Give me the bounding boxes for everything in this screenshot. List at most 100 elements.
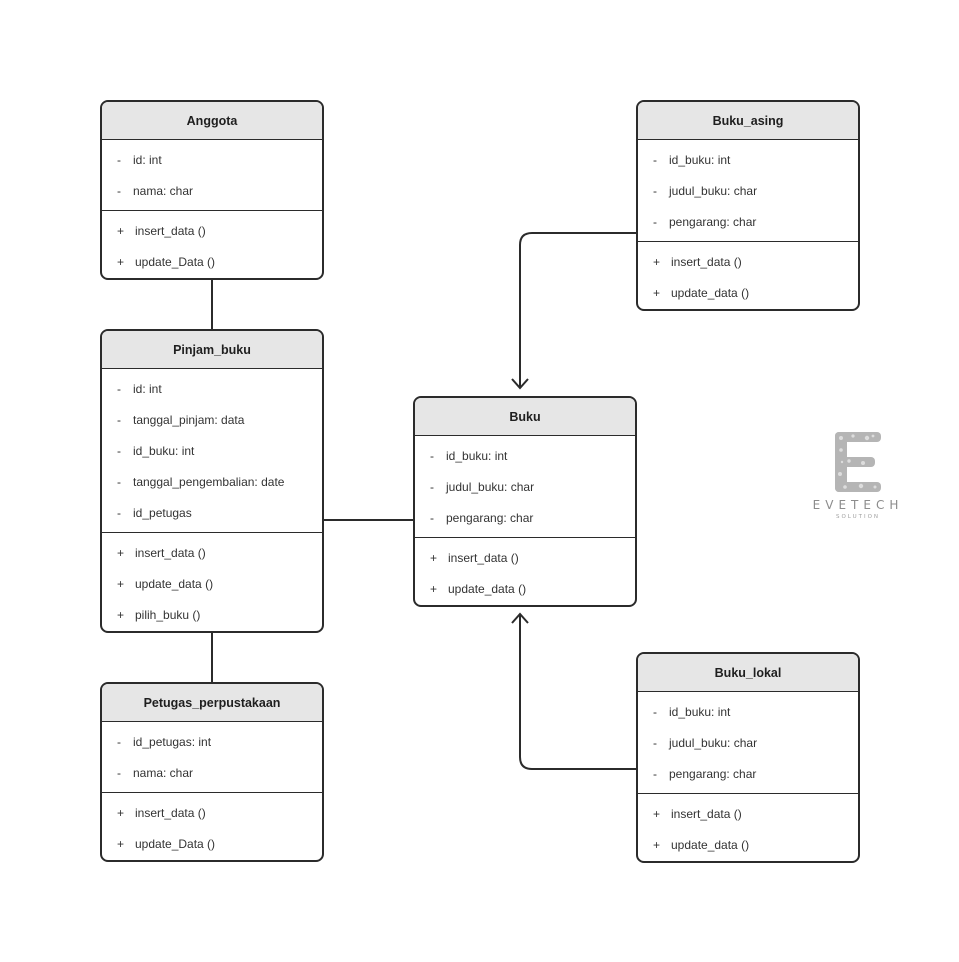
attribute-row: -id_petugas: int bbox=[102, 726, 322, 757]
class-name: Petugas_perpustakaan bbox=[102, 684, 322, 722]
attribute-row: -pengarang: char bbox=[638, 206, 858, 237]
attribute-row: -id_buku: int bbox=[638, 696, 858, 727]
public-visibility-marker: + bbox=[117, 223, 125, 238]
operation-row: +insert_data () bbox=[102, 797, 322, 828]
operation-compartment: + insert_data () + update_data () bbox=[638, 794, 858, 861]
private-visibility-marker: - bbox=[117, 443, 121, 458]
buku-lokal-to-buku-link bbox=[519, 614, 636, 770]
public-visibility-marker: + bbox=[117, 545, 125, 560]
logo-wordmark: EVETECH bbox=[812, 498, 904, 512]
attribute-text: id_buku: int bbox=[133, 443, 195, 458]
private-visibility-marker: - bbox=[653, 152, 657, 167]
class-pinjam-buku[interactable]: Pinjam_buku-id: int-tanggal_pinjam: data… bbox=[100, 329, 324, 633]
attribute-compartment: -id: int-nama: char bbox=[102, 140, 322, 211]
attribute-compartment: -id_buku: int-judul_buku: char-pengarang… bbox=[638, 692, 858, 794]
operation-compartment: +insert_data ()+ update_Data () bbox=[102, 211, 322, 278]
operation-row: +update_data () bbox=[102, 568, 322, 599]
evetech-logo: EVETECH SOLUTION bbox=[806, 430, 910, 530]
attribute-text: pengarang: char bbox=[446, 510, 534, 525]
attribute-compartment: -id_buku: int-judul_buku: char-pengarang… bbox=[415, 436, 635, 538]
private-visibility-marker: - bbox=[117, 474, 121, 489]
operation-text: update_data () bbox=[448, 581, 527, 596]
operation-text: insert_data () bbox=[671, 254, 742, 269]
private-visibility-marker: - bbox=[430, 479, 434, 494]
attribute-text: id: int bbox=[133, 381, 162, 396]
operation-row: + update_data () bbox=[638, 277, 858, 308]
operation-text: insert_data () bbox=[671, 806, 742, 821]
class-name: Buku_lokal bbox=[638, 654, 858, 692]
attribute-row: -id_petugas bbox=[102, 497, 322, 528]
private-visibility-marker: - bbox=[117, 412, 121, 427]
attribute-text: nama: char bbox=[133, 765, 194, 780]
attribute-row: -id_buku: int bbox=[415, 440, 635, 471]
operation-text: insert_data () bbox=[135, 545, 206, 560]
public-visibility-marker: + bbox=[653, 837, 661, 852]
operation-compartment: +insert_data () + update_Data () bbox=[102, 793, 322, 860]
public-visibility-marker: + bbox=[117, 607, 125, 622]
operation-compartment: +insert_data ()+update_data () bbox=[415, 538, 635, 605]
class-buku[interactable]: Buku-id_buku: int-judul_buku: char-penga… bbox=[413, 396, 637, 607]
operation-compartment: + insert_data () +update_data () + pilih_buk… bbox=[102, 533, 322, 631]
attribute-row: -judul_buku: char bbox=[638, 175, 858, 206]
attribute-row: -judul_buku: char bbox=[638, 727, 858, 758]
attribute-text: id_buku: int bbox=[446, 448, 508, 463]
operation-row: + update_data () bbox=[415, 573, 635, 604]
private-visibility-marker: - bbox=[117, 734, 121, 749]
operation-text: update_Data () bbox=[135, 836, 216, 851]
private-visibility-marker: - bbox=[430, 510, 434, 525]
private-visibility-marker: - bbox=[653, 183, 657, 198]
private-visibility-marker: - bbox=[653, 704, 657, 719]
attribute-row: -nama: char bbox=[102, 175, 322, 206]
class-name: Buku bbox=[415, 398, 635, 436]
attribute-compartment: -id_buku: int-judul_buku: char-pengarang… bbox=[638, 140, 858, 242]
attribute-row: -tanggal_pinjam: data bbox=[102, 404, 322, 435]
public-visibility-marker: + bbox=[430, 550, 438, 565]
private-visibility-marker: - bbox=[117, 152, 121, 167]
operation-compartment: + insert_data () + update_data () bbox=[638, 242, 858, 309]
private-visibility-marker: - bbox=[117, 765, 121, 780]
class-anggota[interactable]: Anggota-id: int-nama: char+insert_data (… bbox=[100, 100, 324, 280]
attribute-row: -id: int bbox=[102, 373, 322, 404]
attribute-row: -id_buku: int bbox=[638, 144, 858, 175]
class-buku-asing[interactable]: Buku_asing-id_buku: int-judul_buku: char… bbox=[636, 100, 860, 311]
public-visibility-marker: + bbox=[653, 254, 661, 269]
private-visibility-marker: - bbox=[653, 735, 657, 750]
attribute-row: -nama: char bbox=[102, 757, 322, 788]
private-visibility-marker: - bbox=[430, 448, 434, 463]
class-name: Anggota bbox=[102, 102, 322, 140]
attribute-text: id_buku: int bbox=[669, 704, 731, 719]
attribute-row: -tanggal_pengembalian: date bbox=[102, 466, 322, 497]
operation-text: insert_data () bbox=[135, 805, 206, 820]
class-name: Buku_asing bbox=[638, 102, 858, 140]
class-buku-lokal[interactable]: Buku_lokal-id_buku: int-judul_buku: char… bbox=[636, 652, 860, 863]
logo-subtitle: SOLUTION bbox=[835, 514, 881, 520]
operation-row: + update_data () bbox=[638, 829, 858, 860]
buku-lokal-arrowhead bbox=[511, 612, 529, 624]
public-visibility-marker: + bbox=[430, 581, 438, 596]
operation-text: update_data () bbox=[671, 285, 750, 300]
class-name: Pinjam_buku bbox=[102, 331, 322, 369]
operation-row: +insert_data () bbox=[415, 542, 635, 573]
attribute-text: id_buku: int bbox=[669, 152, 731, 167]
public-visibility-marker: + bbox=[117, 836, 125, 851]
attribute-compartment: -id: int-tanggal_pinjam: data-id_buku: i… bbox=[102, 369, 322, 533]
operation-row: +insert_data () bbox=[102, 215, 322, 246]
attribute-row: -pengarang: char bbox=[415, 502, 635, 533]
private-visibility-marker: - bbox=[117, 505, 121, 520]
attribute-row: -id_buku: int bbox=[102, 435, 322, 466]
operation-text: update_data () bbox=[671, 837, 750, 852]
operation-text: update_Data () bbox=[135, 254, 216, 269]
attribute-text: judul_buku: char bbox=[669, 735, 758, 750]
private-visibility-marker: - bbox=[117, 183, 121, 198]
evetech-e-mark-icon bbox=[835, 432, 881, 492]
attribute-row: -pengarang: char bbox=[638, 758, 858, 789]
attribute-text: judul_buku: char bbox=[669, 183, 758, 198]
class-petugas-perpustakaan[interactable]: Petugas_perpustakaan-id_petugas: int-nam… bbox=[100, 682, 324, 862]
attribute-text: tanggal_pinjam: data bbox=[133, 412, 245, 427]
public-visibility-marker: + bbox=[653, 285, 661, 300]
attribute-text: id: int bbox=[133, 152, 162, 167]
attribute-compartment: -id_petugas: int-nama: char bbox=[102, 722, 322, 793]
buku-asing-to-buku-link bbox=[519, 232, 636, 388]
operation-text: pilih_buku () bbox=[135, 607, 201, 622]
